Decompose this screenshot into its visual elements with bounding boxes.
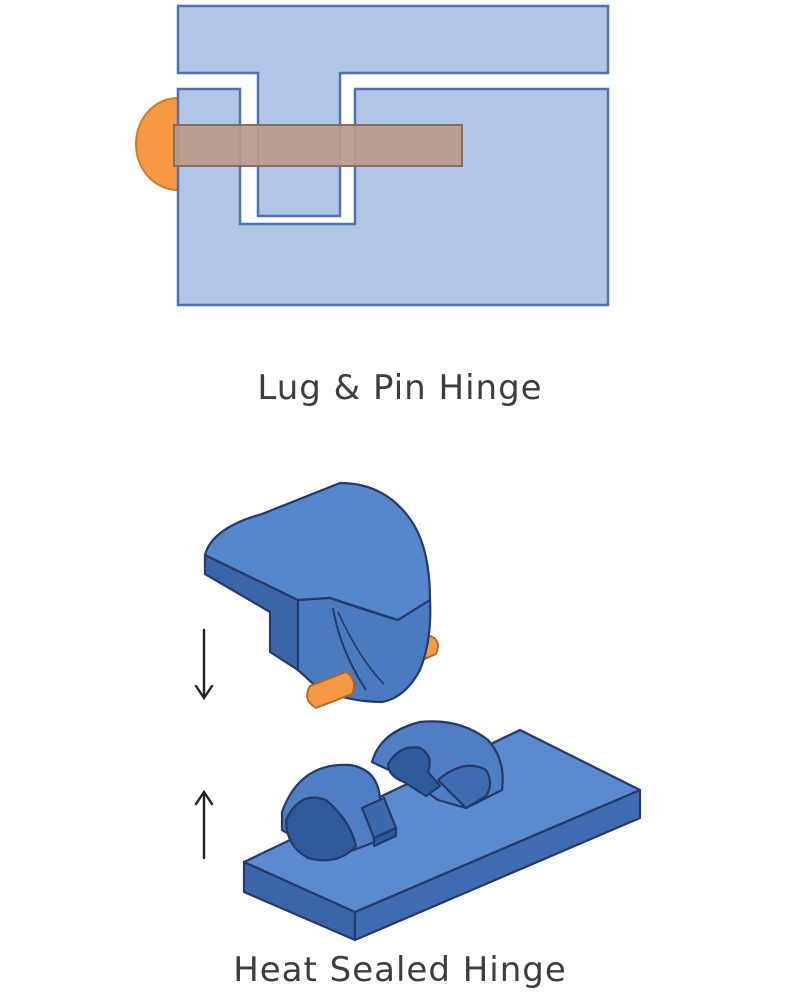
lug-pin-hinge-caption: Lug & Pin Hinge — [257, 368, 543, 408]
heat-sealed-hinge-diagram — [194, 481, 642, 942]
locking-tab-front — [372, 826, 398, 848]
top-part-knuckle-2 — [337, 611, 385, 685]
lower-part-with-slot — [176, 87, 610, 307]
arrow-down-icon — [194, 628, 214, 701]
pin-head — [135, 96, 179, 192]
pin-shaft — [173, 124, 463, 167]
heat-sealed-hinge-caption: Heat Sealed Hinge — [233, 950, 567, 990]
right-knuckle-wing — [436, 764, 492, 810]
assembly-arrows — [194, 628, 214, 860]
top-part-knuckle — [332, 607, 367, 691]
right-knuckle-inner — [386, 746, 442, 798]
top-hinge-part — [203, 481, 439, 709]
top-pin-front — [306, 671, 355, 709]
arrow-up-icon — [194, 789, 214, 860]
lug-pin-hinge-diagram — [135, 4, 610, 307]
top-part-front-face — [296, 596, 432, 704]
bottom-hinge-part — [242, 720, 642, 942]
left-knuckle-opening — [284, 796, 358, 862]
top-part-top-face — [203, 481, 432, 622]
